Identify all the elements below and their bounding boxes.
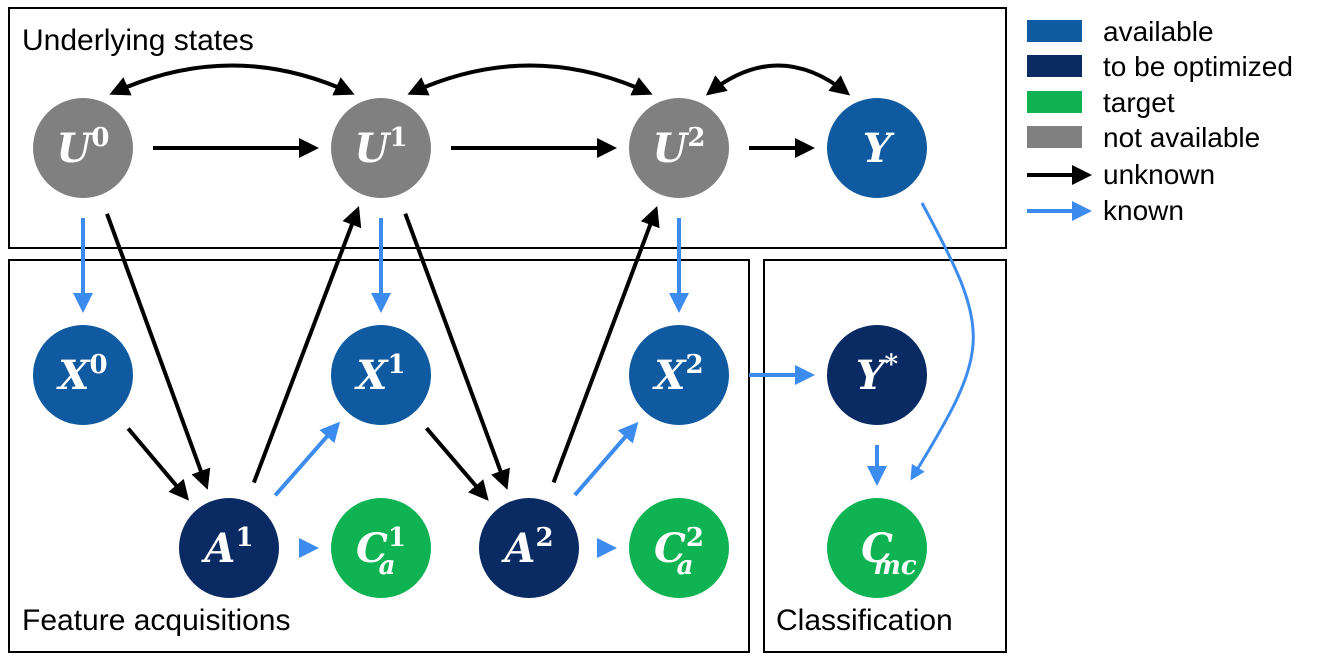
node-sup: 1 xyxy=(389,123,407,153)
node-var: U xyxy=(653,125,690,172)
edge-a2-x2 xyxy=(573,421,639,497)
node-sub: a xyxy=(379,551,396,581)
edge-x0-a1 xyxy=(126,427,190,501)
node-c1-label: C1 xyxy=(356,523,406,572)
node-y: Y xyxy=(827,98,927,198)
node-a1-label: A1 xyxy=(200,523,253,572)
node-x0-label: X0 xyxy=(55,350,107,399)
node-y-circle xyxy=(827,98,927,198)
node-y-label: Y xyxy=(863,125,895,172)
node-u1-label: U1 xyxy=(355,123,408,172)
node-a1-circle xyxy=(179,498,279,598)
legend-label-unknown: unknown xyxy=(1103,159,1215,190)
legend-label-to-be-optimized: to be optimized xyxy=(1103,51,1293,82)
node-sup: 1 xyxy=(387,350,405,380)
node-cmc: Cmc xyxy=(827,498,927,598)
edge-a1-x1 xyxy=(273,421,341,497)
node-sup: 1 xyxy=(388,523,406,553)
legend-label-known: known xyxy=(1103,195,1184,226)
node-sup: * xyxy=(884,350,898,380)
node-sub: a xyxy=(677,551,694,581)
node-var: A xyxy=(200,525,235,572)
node-u2: U2 xyxy=(629,98,729,198)
node-u0-circle xyxy=(33,98,133,198)
node-var: Y xyxy=(863,125,895,172)
node-var: C xyxy=(654,525,686,572)
edge-x1-a2 xyxy=(424,426,489,501)
classification-label: Classification xyxy=(776,604,953,637)
node-ystar-circle xyxy=(827,325,927,425)
edge-u0-a1 xyxy=(105,213,211,490)
edge-u2-y-bidirectional-arc xyxy=(705,63,851,96)
node-c1: C1a xyxy=(331,498,431,598)
node-var: X xyxy=(353,352,389,399)
edge-u1-a2 xyxy=(403,212,510,490)
node-x1: X1 xyxy=(331,325,431,425)
node-c1-circle xyxy=(331,498,431,598)
node-a2-label: A2 xyxy=(500,523,553,572)
node-x2-label: X2 xyxy=(651,350,703,399)
node-var: Y xyxy=(856,352,888,399)
node-ystar-label: Y* xyxy=(856,350,899,399)
node-sub: mc xyxy=(873,551,917,581)
edge-a1-u1 xyxy=(251,205,362,484)
legend-label-not-available: not available xyxy=(1103,122,1260,153)
legend-swatch-not-available xyxy=(1027,126,1082,148)
node-u0-label: U0 xyxy=(57,123,110,172)
node-sup: 2 xyxy=(687,123,705,153)
node-sup: 2 xyxy=(686,523,704,553)
feature-acquisitions-label: Feature acquisitions xyxy=(22,604,290,637)
node-sup: 2 xyxy=(535,523,553,553)
node-c2-circle xyxy=(629,498,729,598)
node-var: X xyxy=(55,352,91,399)
node-var: X xyxy=(651,352,687,399)
edge-u1-u2-bidirectional-arc xyxy=(407,63,653,96)
node-a2: A2 xyxy=(479,498,579,598)
legend: available to be optimized target not ava… xyxy=(1027,16,1293,226)
node-u2-label: U2 xyxy=(653,123,706,172)
node-var: C xyxy=(356,525,388,572)
legend-swatch-target xyxy=(1027,91,1082,113)
edge-a2-u2 xyxy=(551,206,660,484)
node-x0-circle xyxy=(33,325,133,425)
node-x1-label: X1 xyxy=(353,350,405,399)
legend-label-available: available xyxy=(1103,16,1214,47)
node-u0: U0 xyxy=(33,98,133,198)
node-cmc-label: C xyxy=(861,525,893,572)
node-x1-circle xyxy=(331,325,431,425)
underlying-states-panel xyxy=(8,7,1007,249)
node-u1-circle xyxy=(331,98,431,198)
edge-y-cmc-curve xyxy=(910,202,975,481)
node-u1: U1 xyxy=(331,98,431,198)
node-sup: 0 xyxy=(89,350,107,380)
legend-swatch-available xyxy=(1027,20,1082,42)
node-x2: X2 xyxy=(629,325,729,425)
node-ystar: Y* xyxy=(827,325,927,425)
legend-swatch-to-be-optimized xyxy=(1027,55,1082,77)
node-var: C xyxy=(861,525,893,572)
node-var: U xyxy=(355,125,392,172)
node-c2: C2a xyxy=(629,498,729,598)
underlying-states-label: Underlying states xyxy=(22,24,254,57)
classification-panel xyxy=(763,259,1007,653)
node-a2-circle xyxy=(479,498,579,598)
node-x0: X0 xyxy=(33,325,133,425)
legend-label-target: target xyxy=(1103,87,1175,118)
node-sup: 1 xyxy=(235,523,253,553)
edges xyxy=(73,63,975,558)
node-sup: 0 xyxy=(91,123,109,153)
node-sup: 2 xyxy=(685,350,703,380)
node-a1: A1 xyxy=(179,498,279,598)
edge-u0-u1-bidirectional-arc xyxy=(109,63,355,96)
node-u2-circle xyxy=(629,98,729,198)
node-c2-label: C2 xyxy=(654,523,704,572)
node-var: A xyxy=(500,525,535,572)
node-x2-circle xyxy=(629,325,729,425)
node-cmc-circle xyxy=(827,498,927,598)
node-var: U xyxy=(57,125,94,172)
